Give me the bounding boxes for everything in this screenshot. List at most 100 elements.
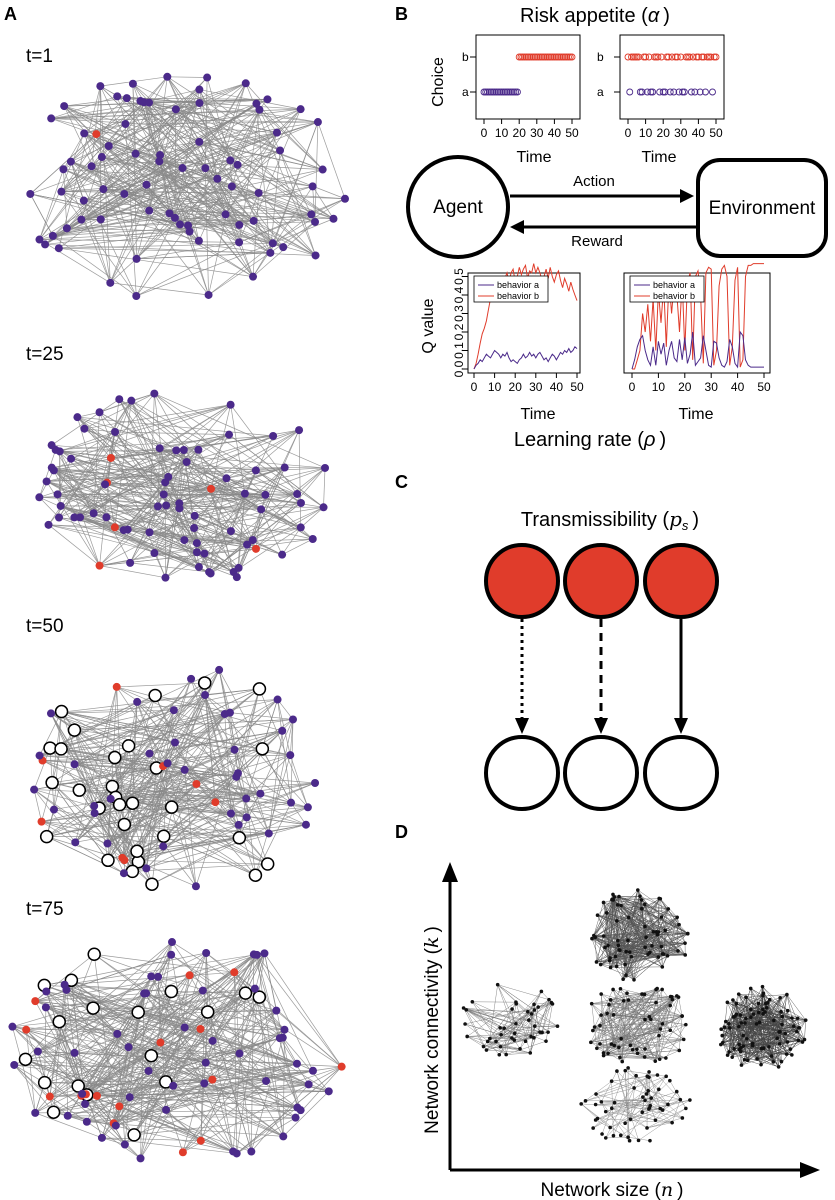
network-node (611, 892, 615, 897)
network-node (655, 986, 659, 991)
network-node (72, 783, 87, 797)
network-node (60, 102, 69, 111)
network-node (232, 573, 241, 582)
choice-tick-b: b (462, 50, 469, 64)
network-node (142, 864, 151, 873)
network-node (659, 915, 664, 919)
network-node (532, 1024, 537, 1028)
network-node (145, 877, 159, 891)
network-node (113, 92, 122, 101)
network-node (31, 1108, 40, 1117)
network-node (268, 239, 277, 248)
network-node (766, 1000, 770, 1005)
choice-mark-a (666, 88, 674, 96)
network-node (200, 1079, 209, 1088)
network-node (226, 809, 235, 818)
x-tick-label: 40 (692, 126, 706, 140)
network-node (606, 1051, 610, 1056)
network-node (601, 900, 606, 905)
network-node (532, 1035, 536, 1040)
network-node (666, 1102, 670, 1107)
choice-mark-a (487, 88, 495, 96)
network-node (618, 1133, 623, 1138)
network-node (603, 1136, 608, 1140)
network-node (192, 780, 201, 789)
network-node (653, 1118, 658, 1122)
network-node (117, 817, 132, 832)
network-node (598, 1023, 602, 1028)
network-node (683, 953, 688, 957)
network-node (653, 1059, 658, 1063)
network-node (643, 1047, 647, 1051)
choice-mark-a (687, 88, 695, 96)
network-node (749, 1015, 753, 1020)
network-node (742, 1057, 747, 1062)
choice-mark-b (640, 53, 648, 61)
network-node (589, 1001, 594, 1006)
choice-plot-1-xlabel: Time (517, 149, 552, 166)
network-node (550, 1002, 555, 1006)
choice-mark-b (554, 53, 562, 61)
network-node (665, 954, 670, 958)
network-node (308, 1066, 317, 1075)
choice-mark-b (686, 53, 694, 61)
network-node (185, 227, 194, 236)
network-node (594, 960, 599, 964)
network-node (723, 1019, 728, 1024)
network-node (754, 1022, 759, 1026)
network-node (601, 1051, 606, 1055)
choice-mark-a (505, 88, 513, 96)
choice-mark-a (656, 88, 664, 96)
network-node (264, 829, 273, 838)
choice-mark-a (494, 88, 502, 96)
x-tick-label: 0 (629, 380, 636, 394)
dashed-arrowhead (594, 718, 608, 734)
network-node (725, 1053, 730, 1057)
network-node (130, 844, 144, 859)
network-node (663, 928, 668, 933)
choice-mark-b (549, 53, 557, 61)
network-node (777, 1030, 781, 1034)
network-node (162, 501, 171, 510)
network-node (784, 1052, 789, 1056)
network-node (229, 1147, 238, 1156)
network-node (788, 1047, 793, 1051)
network-node (308, 535, 317, 544)
network-node (235, 1049, 244, 1058)
network-node (49, 805, 58, 814)
agent-circle (406, 155, 510, 259)
network-node (514, 1021, 518, 1026)
network-node (767, 1045, 771, 1049)
source-node-3 (643, 543, 719, 619)
network-node (616, 943, 621, 948)
network-node (37, 1075, 52, 1090)
network-node (739, 1063, 744, 1067)
network-node (608, 956, 612, 960)
network-nodes (26, 72, 349, 301)
network-node (632, 977, 636, 982)
network-node (337, 1062, 346, 1071)
network-node (234, 563, 243, 572)
choice-mark-b (543, 53, 551, 61)
network-node (636, 888, 640, 892)
network-node (677, 922, 681, 927)
network-node (626, 915, 631, 920)
choice-mark-b (561, 53, 569, 61)
choice-mark-a (485, 88, 493, 96)
network-node (242, 794, 251, 803)
network-node (81, 1099, 90, 1108)
network-node (45, 1092, 54, 1101)
choice-mark-b (524, 53, 532, 61)
network-node (734, 1012, 739, 1017)
network-node (514, 1000, 518, 1004)
x-tick-label: 0 (625, 126, 632, 140)
choice-mark-b (677, 53, 685, 61)
network-node (649, 1017, 653, 1022)
x-tick-label: 10 (652, 380, 666, 394)
network-node (159, 1075, 173, 1089)
network-node (156, 829, 171, 844)
choice-mark-b (633, 53, 641, 61)
choice-mark-b (557, 53, 565, 61)
network-node (757, 1020, 762, 1025)
network-node (256, 789, 265, 798)
